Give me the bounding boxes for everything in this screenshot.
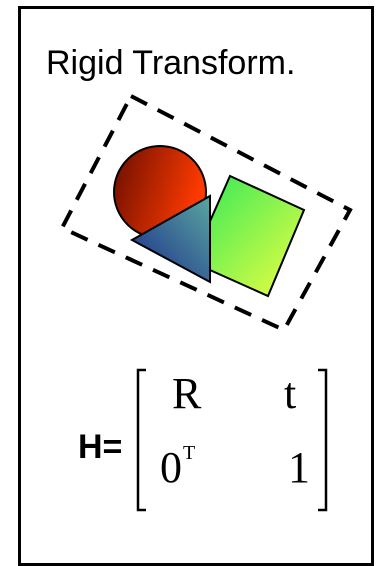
matrix-transpose-superscript: T — [183, 442, 196, 464]
triangle-shape — [129, 194, 211, 284]
equation-lhs: H= — [78, 428, 123, 466]
matrix-left-bracket — [136, 368, 146, 512]
dashed-bounding-box — [59, 93, 353, 333]
matrix-one: 1 — [288, 443, 310, 492]
matrix-zero: 0 — [160, 443, 182, 492]
matrix-rotation-R: R — [172, 369, 202, 418]
matrix-right-bracket — [318, 368, 328, 512]
slide: Rigid Transform. H= R — [18, 6, 374, 566]
transform-diagram — [59, 93, 353, 512]
slide-frame — [18, 6, 374, 566]
matrix-translation-t: t — [284, 369, 297, 418]
slide-title: Rigid Transform. — [46, 44, 296, 82]
